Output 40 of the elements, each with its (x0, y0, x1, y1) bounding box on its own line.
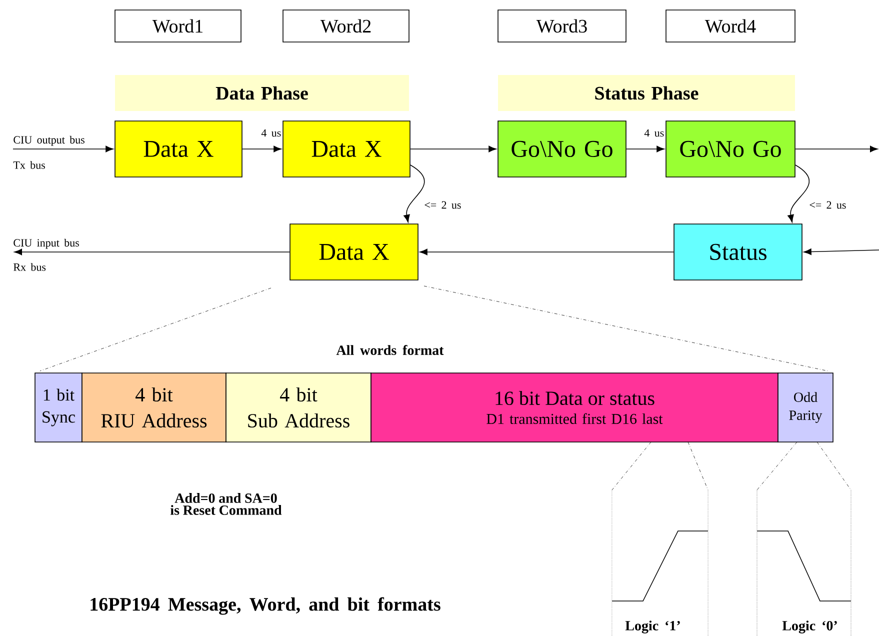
field-cell: 1 bit Sync (34, 372, 82, 442)
word-box: Word2 (282, 10, 410, 42)
edge-label: 4 us (643, 128, 666, 138)
arrow (242, 146, 282, 152)
arrow (404, 164, 425, 222)
word-box: Data X (282, 120, 410, 178)
arrow (420, 248, 674, 256)
format-title: All words format (336, 345, 444, 355)
word-box: Go\No Go (498, 120, 626, 178)
word-box: Word3 (498, 10, 626, 42)
caption: 16PP194 Message, Word, and bit formats (90, 597, 440, 615)
logic-label: Logic ‘0’ (782, 620, 837, 634)
word-box: Word4 (666, 10, 796, 42)
bus-label: CIU output bus (14, 136, 84, 146)
field-cell: Odd Parity (778, 372, 834, 442)
edge-label: 4 us (260, 128, 282, 138)
word-box: Status (674, 224, 802, 280)
bus-label: Rx bus (14, 263, 46, 271)
phase-band: Data Phase (115, 75, 409, 111)
edge-label: <= 2 us (808, 200, 848, 210)
arrow (788, 164, 810, 222)
arrow (14, 248, 290, 256)
field-cell: 4 bit Sub Address (226, 372, 372, 442)
field-cell: 16 bit Data or status D1 transmitted first D16 last (370, 372, 778, 442)
word-box: Data X (290, 224, 418, 280)
phase-band: Status Phase (498, 75, 795, 111)
arrow (12, 146, 114, 152)
note-text: Add=0 and SA=0 is Reset Command (170, 493, 282, 515)
word-box: Data X (114, 120, 242, 178)
field-cell: 4 bit RIU Address (82, 372, 226, 442)
arrow (410, 146, 496, 152)
word-box: Word1 (114, 10, 242, 42)
arrow (626, 146, 664, 152)
arrow (804, 248, 879, 255)
logic-label: Logic ‘1’ (625, 620, 680, 634)
arrow (795, 146, 878, 152)
bus-label: Tx bus (13, 161, 45, 169)
edge-label: <= 2 us (423, 200, 462, 210)
bus-label: CIU input bus (14, 238, 79, 249)
word-box: Go\No Go (666, 120, 796, 178)
